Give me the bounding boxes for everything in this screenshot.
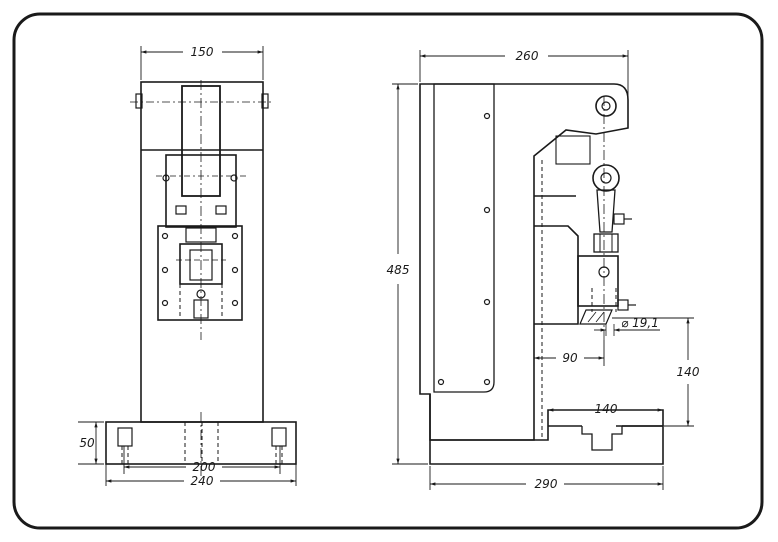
- dim-side-total-height: 485: [387, 263, 410, 277]
- dim-side-throat-depth: 90: [562, 351, 578, 365]
- dim-side-bore-diameter: ⌀ 19,1: [621, 316, 659, 330]
- dim-side-top-width: 260: [516, 49, 539, 63]
- front-view-dimensions: [78, 46, 297, 486]
- dim-front-base-width: 240: [191, 474, 214, 488]
- dim-side-base-length: 290: [535, 477, 558, 491]
- side-view-dimensions: [392, 50, 694, 490]
- dim-side-slot-length: 140: [595, 402, 618, 416]
- dim-side-work-height: 140: [677, 365, 700, 379]
- side-view: [419, 83, 664, 465]
- dim-front-inner-width: 200: [193, 460, 216, 474]
- dim-front-top-width: 150: [191, 45, 214, 59]
- sheet-border: [12, 12, 764, 530]
- front-view: [105, 80, 297, 476]
- dim-front-base-height: 50: [79, 436, 95, 450]
